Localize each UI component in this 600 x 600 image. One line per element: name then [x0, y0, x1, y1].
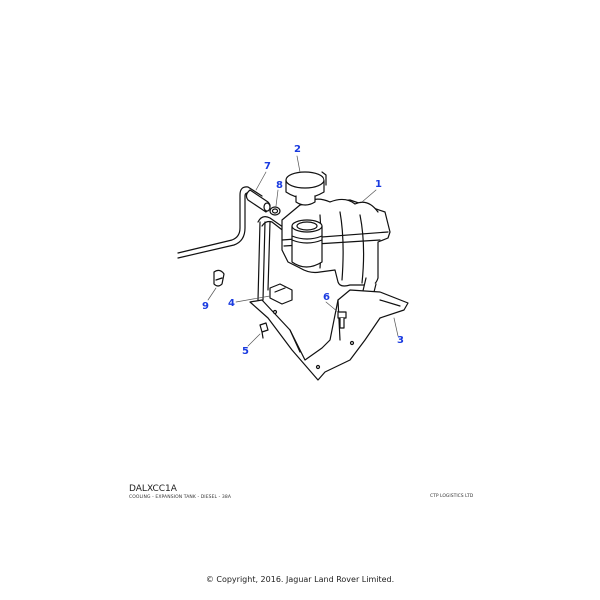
bolt-5: [259, 322, 269, 339]
hose-7: [245, 189, 271, 213]
vendor-label: CTP LOGISTICS LTD: [430, 494, 474, 499]
callout-9[interactable]: 9: [202, 301, 209, 312]
leader-lines: [207, 155, 399, 347]
copyright-notice: © Copyright, 2016. Jaguar Land Rover Lim…: [205, 575, 395, 584]
clip-8: [269, 206, 281, 216]
mounting-bracket: [249, 289, 409, 381]
filler-neck: [291, 219, 323, 268]
callout-6[interactable]: 6: [323, 292, 330, 303]
callout-5[interactable]: 5: [242, 346, 249, 357]
callout-3[interactable]: 3: [397, 335, 404, 346]
diagram-description: COOLING - EXPANSION TANK - DIESEL - 38A: [129, 495, 232, 500]
callout-1[interactable]: 1: [375, 179, 382, 190]
callout-4[interactable]: 4: [228, 298, 235, 309]
callout-2[interactable]: 2: [294, 144, 301, 155]
tank-pipes: [257, 216, 291, 301]
clip-9: [213, 269, 225, 287]
filler-cap: [285, 171, 327, 206]
callout-8[interactable]: 8: [276, 180, 283, 191]
callout-7[interactable]: 7: [264, 161, 271, 172]
diagram-code: DALXCC1A: [129, 484, 177, 494]
hose-clip-4: [269, 283, 293, 305]
bolt-6: [337, 311, 347, 329]
